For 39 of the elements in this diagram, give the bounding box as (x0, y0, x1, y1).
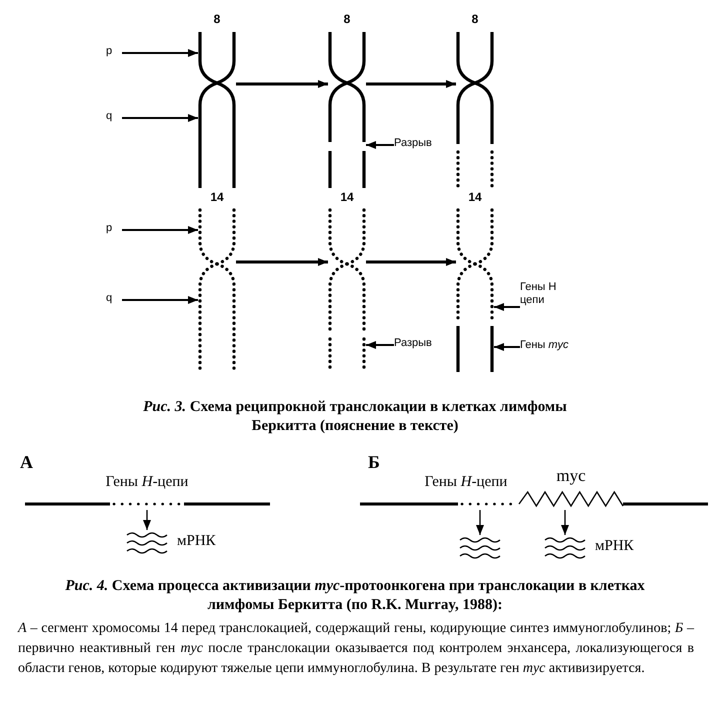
leader-arrow (366, 141, 394, 149)
caption-text: А – сегмент хромосомы 14 перед транслокацией, содержащий гены, кодирующие синтез иммуноглобулинов; Б –первично неактивный ген myc после транслокации оказывается под контролем энхансера, локализующегося в области генов, которые кодируют тяжелые цепи иммуноглобулина. В результате ген myc активизируется. (18, 620, 694, 678)
arm-label: p (106, 45, 122, 61)
arrow (143, 510, 151, 530)
mrna-label: мРНК (177, 533, 216, 550)
gene-label: Гены myc (520, 339, 582, 355)
break-label: Разрыв (394, 337, 446, 353)
figure-caption: Рис. 4. Схема процесса активизации myc-протоонкогена при транслокации в клетках лимфомы Беркитта (по R.K. Murray, 1988): (64, 577, 646, 615)
arrow (366, 258, 456, 266)
figure-caption: Рис. 3. Схема реципрокной транслокации в клетках лимфомы Беркитта (пояснение в тексте) (142, 398, 568, 436)
arm-label: q (106, 292, 122, 308)
leader-arrow (494, 343, 520, 351)
panel-letter: Б (368, 452, 381, 473)
break-label: Разрыв (394, 137, 446, 153)
arrow (561, 510, 569, 535)
arrow (236, 80, 328, 88)
leader-arrow (122, 296, 198, 304)
leader-arrow (494, 303, 520, 311)
arrow (236, 258, 328, 266)
chromosome-number: 8 (212, 12, 222, 26)
arm-label: q (106, 110, 122, 126)
arrow (476, 510, 484, 535)
leader-arrow (122, 226, 198, 234)
leader-arrow (122, 114, 198, 122)
chromosome-number: 8 (470, 12, 480, 26)
leader-arrow (366, 341, 394, 349)
gene-label: Гены H цепи (520, 281, 570, 311)
gene-label: Гены H-цепи (424, 474, 508, 491)
mrna-label: мРНК (595, 538, 634, 555)
arm-label: p (106, 222, 122, 238)
chromosome-number: 8 (342, 12, 352, 26)
leader-arrow (122, 49, 198, 57)
chromosome-number: 14 (209, 190, 225, 204)
gene-label: Гены H-цепи (104, 474, 190, 491)
arrow (366, 80, 456, 88)
chromosome-number: 14 (467, 190, 483, 204)
panel-letter: А (20, 452, 34, 473)
chromosome-number: 14 (339, 190, 355, 204)
gene-label: myc (555, 466, 587, 486)
